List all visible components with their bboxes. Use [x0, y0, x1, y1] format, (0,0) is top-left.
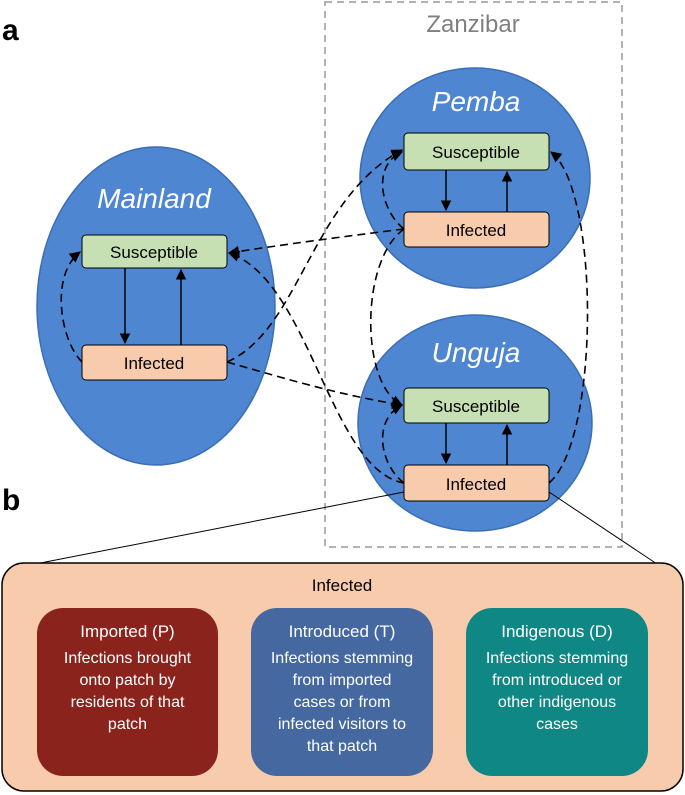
introduced-category-box: Introduced (T) Infections stemming from …: [251, 608, 433, 776]
infected-detail-title: Infected: [312, 576, 373, 595]
mainland-infected-label: Infected: [124, 354, 185, 373]
unguja-to-pemba-arrow: [548, 151, 589, 484]
mainland-patch: [36, 146, 276, 466]
imported-desc-line: patch: [107, 716, 148, 733]
zanzibar-label: Zanzibar: [426, 11, 519, 38]
zoom-line-right: [548, 491, 661, 567]
introduced-desc-line: cases or from: [293, 694, 391, 711]
unguja-infected-label: Infected: [446, 475, 507, 494]
mainland-susceptible-box: [81, 234, 228, 269]
imported-desc-line: residents of that: [70, 694, 185, 711]
indigenous-desc-line: from introduced or: [492, 672, 622, 689]
pemba-susceptible-box: [403, 132, 550, 171]
indigenous-category-box: Indigenous (D) Infections stemming from …: [466, 608, 648, 776]
indigenous-desc-line: other indigenous: [497, 694, 617, 711]
indigenous-desc-line: cases: [536, 716, 578, 733]
mainland-susceptible-label: Susceptible: [110, 243, 198, 262]
pemba-infected-label: Infected: [446, 221, 507, 240]
imported-category-box: Imported (P) Infections brought onto pat…: [37, 608, 218, 776]
pemba-susceptible-label: Susceptible: [432, 143, 520, 162]
introduced-category-title: Introduced (T): [288, 622, 396, 641]
unguja-to-mainland-arrow: [227, 250, 405, 484]
introduced-desc-line: Infections stemming: [270, 650, 414, 667]
panel-label-a: a: [2, 14, 19, 47]
mainland-self-transmission-arrow: [60, 251, 83, 363]
unguja-label: Unguja: [432, 337, 521, 368]
imported-desc-line: onto patch by: [79, 672, 176, 689]
pemba-to-unguja-arrow: [369, 228, 405, 406]
introduced-desc-line: from imported: [292, 672, 392, 689]
unguja-susceptible-box: [403, 387, 550, 424]
zanzibar-region: [324, 1, 623, 548]
pemba-to-mainland-arrow: [227, 228, 405, 257]
indigenous-desc-line: Infections stemming: [485, 650, 629, 667]
indigenous-category-title: Indigenous (D): [501, 622, 613, 641]
pemba-label: Pemba: [432, 86, 521, 117]
zoom-line-left: [24, 491, 405, 567]
mainland-to-pemba-arrow: [226, 149, 403, 363]
imported-desc-line: Infections brought: [63, 650, 192, 667]
unguja-self-transmission-arrow: [381, 404, 405, 484]
introduced-desc-line: that patch: [306, 738, 378, 755]
mainland-to-unguja-arrow: [226, 361, 404, 409]
introduced-desc-line: infected visitors to: [277, 716, 407, 733]
mainland-label: Mainland: [97, 183, 212, 214]
unguja-susceptible-label: Susceptible: [432, 397, 520, 416]
panel-label-b: b: [2, 484, 21, 517]
imported-category-title: Imported (P): [80, 622, 175, 641]
